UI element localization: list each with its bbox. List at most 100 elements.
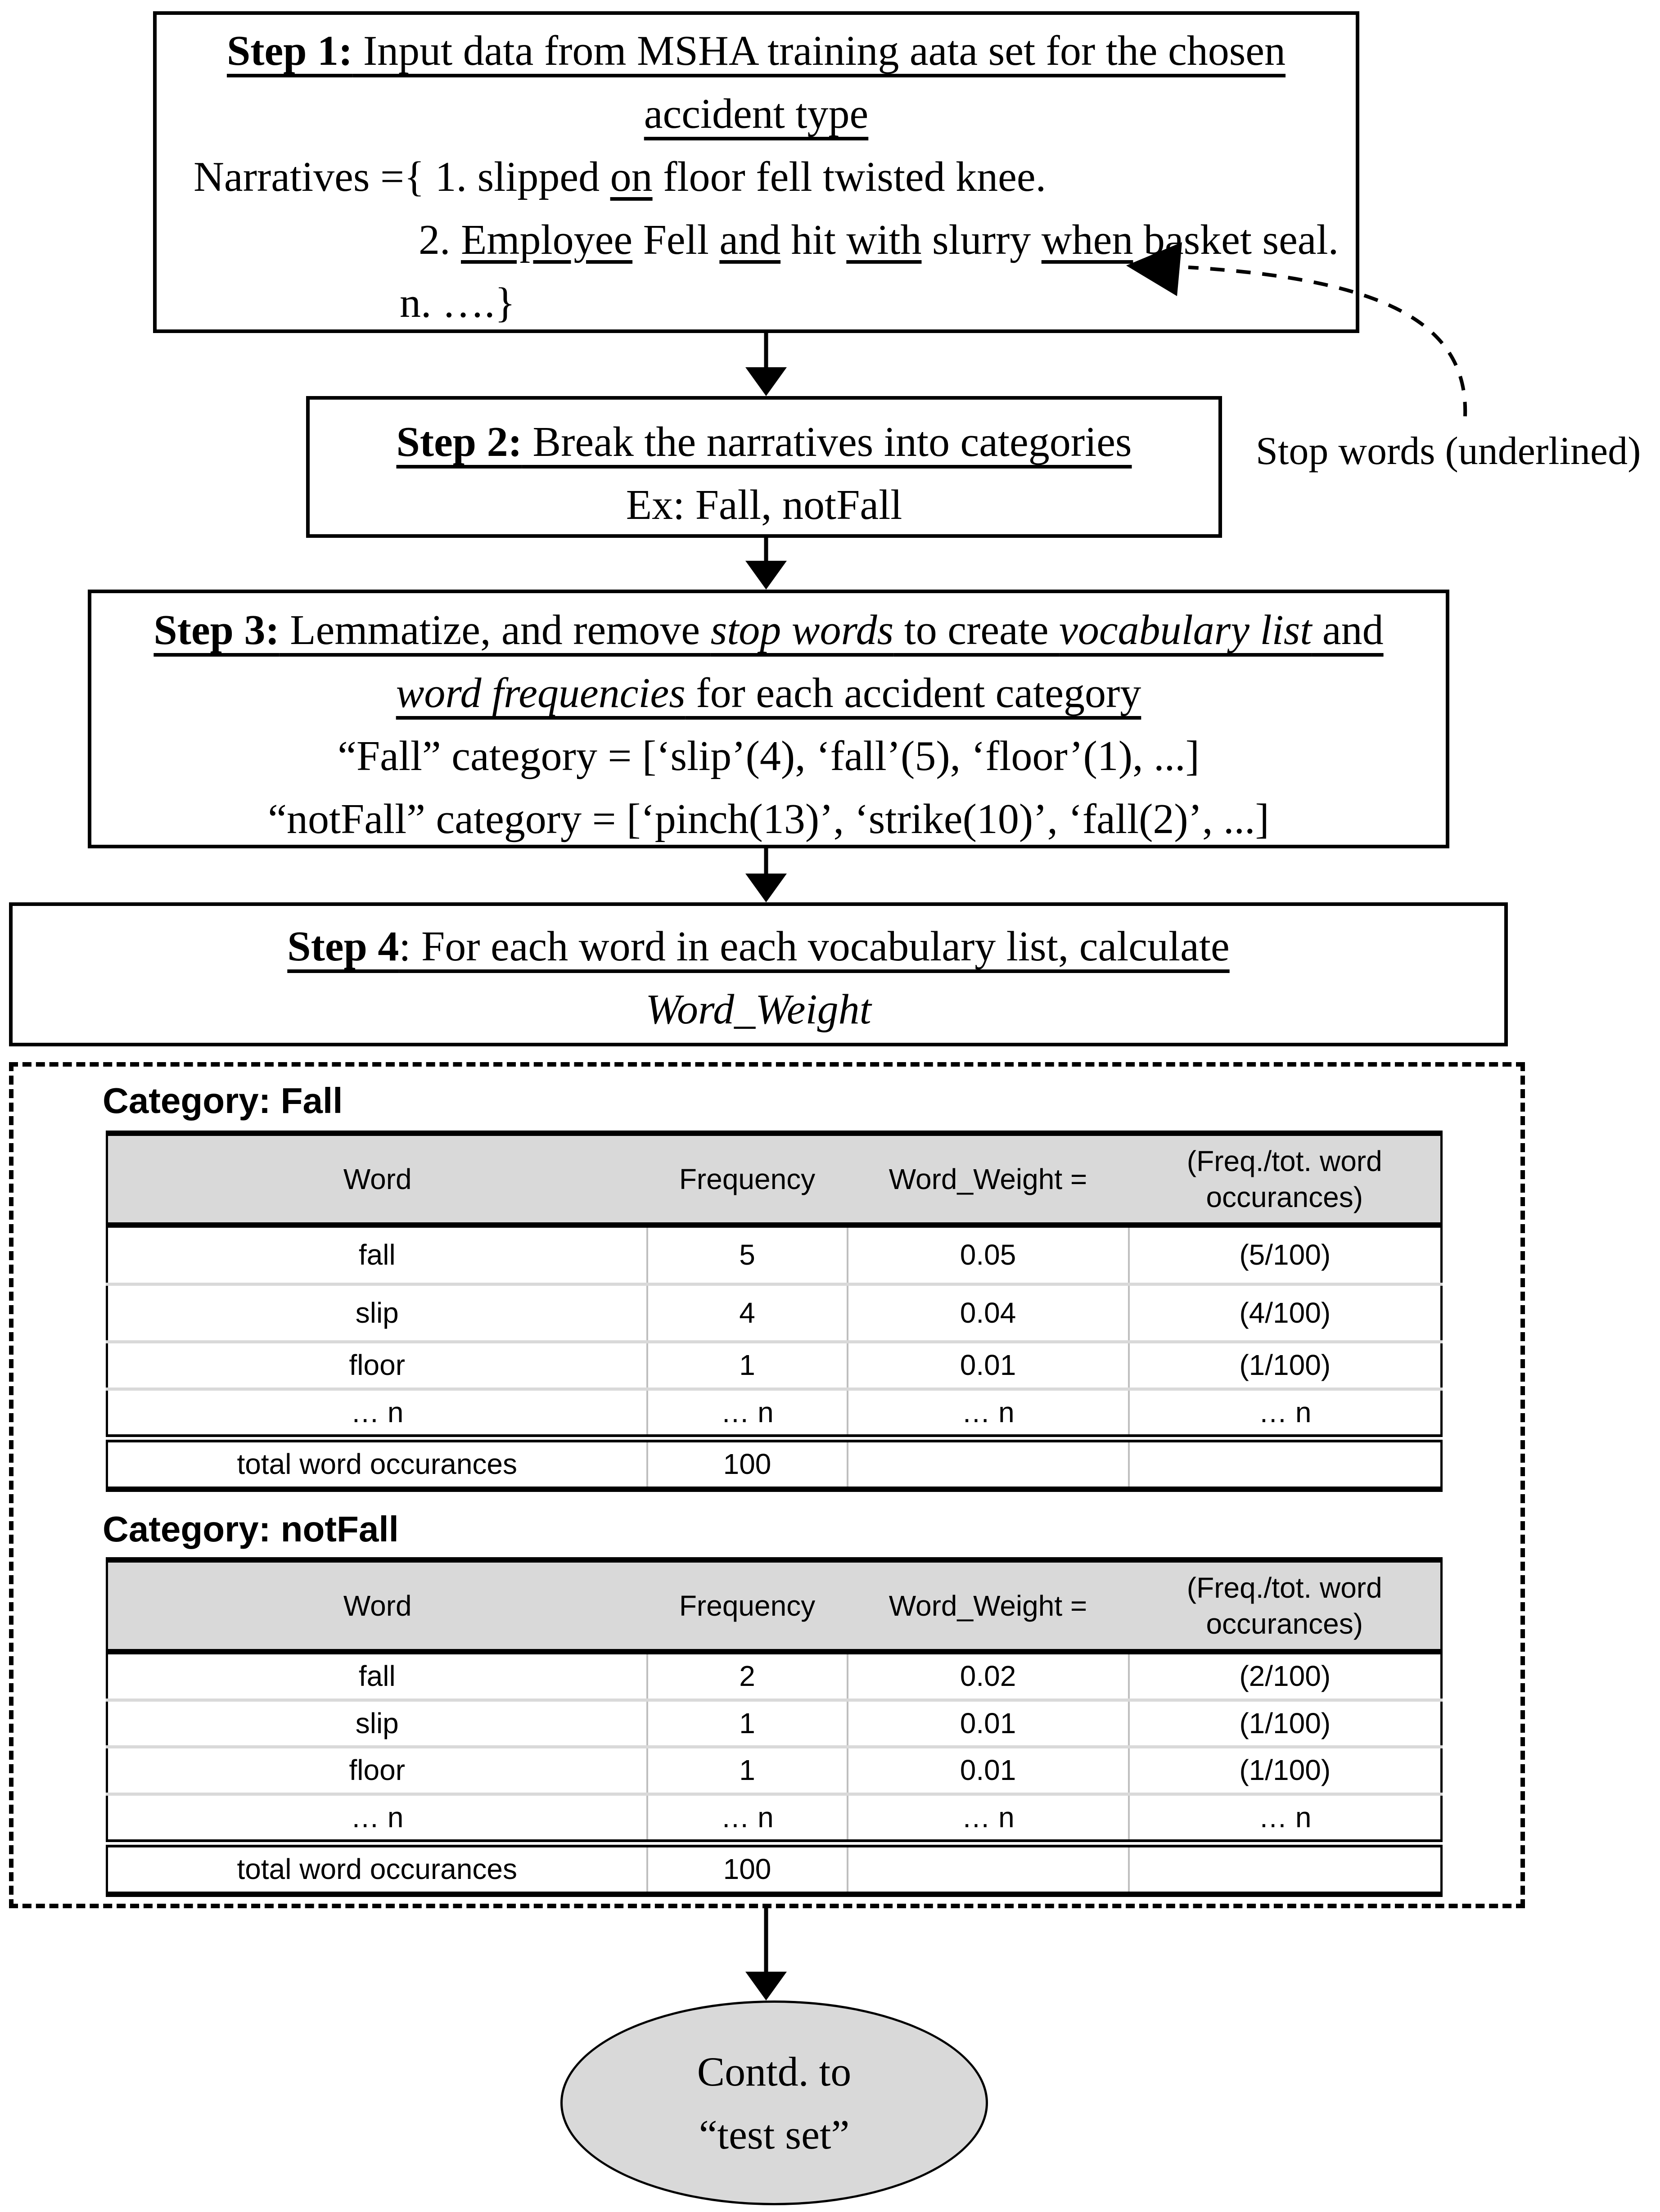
arrow-down-icon	[745, 367, 787, 396]
step3-title-line2: word frequencies for each accident categ…	[91, 662, 1446, 725]
narrative-text: n. ….}	[400, 279, 515, 326]
table-cell: (1/100)	[1128, 1745, 1442, 1794]
header-cell-word: Word	[107, 1560, 647, 1654]
table-cell: 0.01	[846, 1340, 1129, 1389]
terminator-text2: “test set”	[699, 2111, 850, 2158]
table-cell: 2	[646, 1652, 848, 1700]
step1-title-text: Input data from MSHA training aata set f…	[352, 27, 1286, 74]
notfall-category-list: “notFall” category = [‘pinch(13)’, ‘stri…	[268, 796, 1269, 842]
table-cell: slip	[107, 1282, 647, 1342]
table-cell	[846, 1839, 1129, 1894]
table-cell: fall	[358, 1660, 396, 1692]
terminator-line1: Contd. to	[697, 2048, 851, 2095]
step1-box: Step 1: Input data from MSHA training aa…	[153, 11, 1359, 333]
header-cell-frequency: Frequency	[647, 1133, 848, 1228]
fall-category-list: “Fall” category = [‘slip’(4), ‘fall’(5),…	[338, 733, 1200, 779]
table-cell: 100	[646, 1839, 848, 1894]
table-cell: (5/100)	[1128, 1225, 1442, 1284]
stop-words-note-text: Stop words (underlined)	[1256, 429, 1641, 473]
narrative-line-2: 2. Employee Fell and hit with slurry whe…	[157, 208, 1356, 271]
step2-box: Step 2: Break the narratives into catego…	[306, 396, 1222, 538]
table-cell	[1128, 1839, 1442, 1894]
table-cell: total word occurances	[107, 1839, 647, 1894]
table-row: … n … n … n … n	[107, 1387, 1442, 1439]
table-cell: 0.01	[846, 1698, 1129, 1747]
table-row: floor 1 0.01 (1/100)	[107, 1745, 1442, 1794]
table-cell	[846, 1434, 1129, 1489]
table-cell: fall	[358, 1239, 396, 1271]
table-cell: 5	[646, 1225, 848, 1284]
step3-title-text: to create	[893, 607, 1060, 653]
table-cell: 4	[646, 1282, 848, 1342]
narrative-text: slurry	[921, 216, 1042, 263]
table-row: floor 1 0.01 (1/100)	[107, 1340, 1442, 1389]
step2-title-text: Break the narratives into categories	[522, 419, 1132, 465]
step1-title-text2: accident type	[644, 90, 869, 137]
step4-title-text: : For each word in each vocabulary list,…	[399, 923, 1230, 970]
table-row: fall 5 0.05 (5/100)	[107, 1225, 1442, 1284]
step3-title-line1: Step 3: Lemmatize, and remove stop words…	[91, 599, 1446, 662]
arrow-down-icon	[745, 1972, 787, 2000]
step3-title-text: and	[1312, 607, 1384, 653]
header-cell-word-weight: Word_Weight =	[847, 1560, 1129, 1654]
table-cell: (1/100)	[1128, 1698, 1442, 1747]
header-cell-word: Word	[107, 1133, 647, 1228]
step3-italic-term: stop words	[710, 607, 894, 653]
table-cell: 0.01	[846, 1745, 1129, 1794]
flow-arrow-4	[745, 1908, 787, 2000]
step3-box: Step 3: Lemmatize, and remove stop words…	[88, 590, 1449, 848]
narrative-text: 2.	[419, 216, 461, 263]
step1-title-line2: accident type	[157, 82, 1356, 145]
table-cell: … n	[646, 1387, 848, 1439]
stop-word: with	[846, 216, 922, 263]
word-weight-term: Word_Weight	[645, 986, 871, 1033]
narrative-text: basket seal.	[1133, 216, 1339, 263]
narrative-text: floor fell twisted knee.	[652, 153, 1047, 200]
table-cell: floor	[107, 1745, 647, 1794]
table-cell: … n	[1128, 1792, 1442, 1844]
table-cell: floor	[107, 1340, 647, 1389]
table-cell: … n	[646, 1792, 848, 1844]
step3-fall-category-line: “Fall” category = [‘slip’(4), ‘fall’(5),…	[91, 725, 1446, 788]
arrow-shaft	[764, 538, 768, 564]
category-fall-label: Category: Fall	[103, 1080, 343, 1122]
arrow-down-icon	[745, 874, 787, 902]
terminator-text1: Contd. to	[697, 2048, 852, 2095]
narrative-text: Narratives ={ 1. slipped	[194, 153, 610, 200]
table-cell: 1	[646, 1745, 848, 1794]
step4-label: Step 4	[287, 923, 399, 970]
table-cell: slip	[107, 1698, 647, 1747]
table-cell: (4/100)	[1128, 1282, 1442, 1342]
flow-arrow-3	[745, 848, 787, 902]
table-cell: … n	[107, 1387, 647, 1439]
table-cell: 0.05	[846, 1225, 1129, 1284]
step2-label: Step 2:	[396, 419, 522, 465]
category-notfall-label: Category: notFall	[103, 1509, 399, 1550]
header-cell-frequency: Frequency	[647, 1560, 848, 1654]
narrative-line-1: Narratives ={ 1. slipped on floor fell t…	[157, 145, 1356, 208]
table-header-row: Word Frequency Word_Weight = (Freq./tot.…	[107, 1133, 1442, 1228]
terminator-node: Contd. to “test set”	[560, 2000, 988, 2205]
word-weight-group-outline	[9, 1062, 1525, 1908]
header-cell-freq-ratio: (Freq./tot. word occurances)	[1128, 1560, 1442, 1654]
category-fall-label-text: Category: Fall	[103, 1081, 343, 1121]
step2-example: Ex: Fall, notFall	[310, 473, 1218, 536]
arrow-shaft	[764, 848, 768, 877]
table-cell: (2/100)	[1128, 1652, 1442, 1700]
table-total-row: total word occurances 100	[107, 1434, 1442, 1489]
step4-box: Step 4: For each word in each vocabulary…	[9, 902, 1508, 1046]
step2-example-text: Ex: Fall, notFall	[626, 482, 902, 528]
step2-title: Step 2: Break the narratives into catego…	[310, 410, 1218, 473]
narrative-text: Fell	[632, 216, 720, 263]
table-row: slip 4 0.04 (4/100)	[107, 1282, 1442, 1342]
category-notfall-label-text: Category: notFall	[103, 1509, 399, 1549]
table-cell: … n	[846, 1387, 1129, 1439]
narrative-text: hit	[780, 216, 847, 263]
table-header-row: Word Frequency Word_Weight = (Freq./tot.…	[107, 1560, 1442, 1654]
step3-title-text: Lemmatize, and remove	[279, 607, 711, 653]
table-cell: total word occurances	[107, 1434, 647, 1489]
flow-arrow-1	[745, 333, 787, 396]
table-cell: … n	[1128, 1387, 1442, 1439]
header-cell-freq-ratio: (Freq./tot. word occurances)	[1128, 1133, 1442, 1228]
table-cell	[1128, 1434, 1442, 1489]
